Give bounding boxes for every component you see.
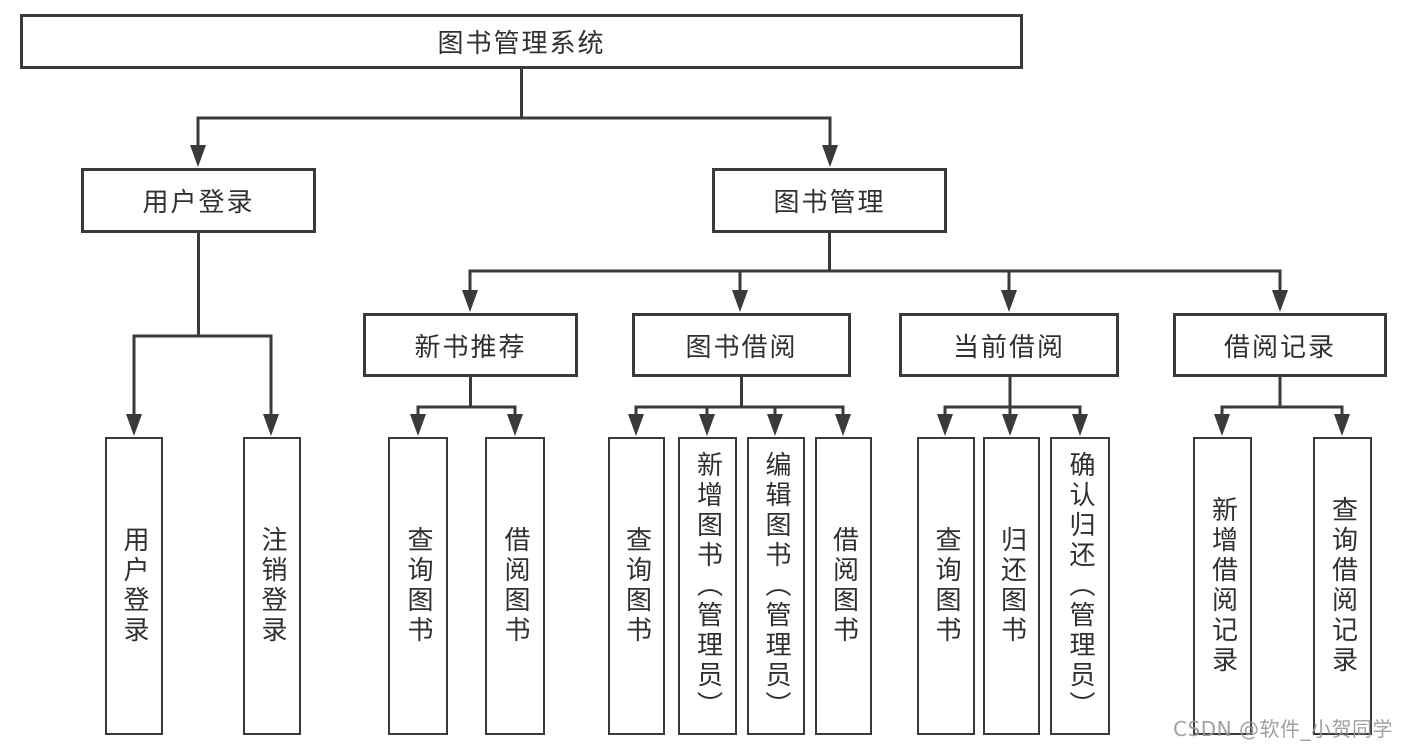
node-user-login-action: 用户登录 — [105, 437, 163, 735]
node-query-borrow-record: 查询借阅记录 — [1313, 437, 1372, 735]
node-query-books: 查询图书 — [917, 437, 975, 735]
node-label: 查询图书 — [931, 526, 961, 646]
node-label: 查询图书 — [403, 526, 433, 646]
node-borrow-books: 借阅图书 — [815, 437, 872, 735]
node-label: 借阅记录 — [1223, 332, 1336, 363]
node-label: 用户登录 — [142, 188, 255, 218]
node-label: 当前借阅 — [952, 332, 1065, 363]
node-current-borrowing: 当前借阅 — [899, 313, 1119, 377]
node-label: 新书推荐 — [414, 332, 527, 363]
node-label: 归还图书 — [996, 526, 1027, 646]
connector-book-borrowing-children — [628, 375, 851, 436]
node-confirm-return-admin: 确认归还（管理员） — [1050, 437, 1110, 735]
node-label: 用户登录 — [119, 526, 149, 646]
arrowhead — [190, 145, 838, 167]
node-user-login: 用户登录 — [81, 168, 316, 233]
node-label: 图书管理系统 — [437, 29, 606, 59]
arrowhead — [628, 414, 851, 436]
node-add-borrow-record: 新增借阅记录 — [1193, 437, 1252, 735]
arrowhead — [937, 414, 1088, 436]
arrowhead — [410, 414, 523, 436]
node-label: 注销登录 — [257, 526, 287, 646]
connector-new-book-recommendation-children — [410, 375, 523, 436]
node-edit-books-admin: 编辑图书（管理员） — [747, 437, 805, 735]
node-book-borrowing: 图书借阅 — [632, 313, 851, 377]
node-query-books: 查询图书 — [388, 437, 448, 735]
node-label: 查询借阅记录 — [1327, 496, 1358, 676]
node-label: 图书管理 — [773, 188, 886, 218]
node-return-books: 归还图书 — [983, 437, 1040, 735]
node-borrowing-records: 借阅记录 — [1173, 313, 1387, 377]
node-root: 图书管理系统 — [20, 14, 1023, 69]
node-new-book-recommendation: 新书推荐 — [363, 313, 578, 377]
node-label: 确认归还（管理员） — [1065, 451, 1095, 721]
arrowhead — [126, 414, 279, 436]
node-add-books-admin: 新增图书（管理员） — [678, 437, 737, 735]
connector-user-login-children — [126, 231, 279, 436]
node-label: 借阅图书 — [828, 526, 859, 646]
node-logout: 注销登录 — [243, 437, 301, 735]
arrowhead — [462, 290, 1288, 312]
watermark: CSDN @软件_小贺同学 — [1173, 717, 1393, 741]
node-book-management: 图书管理 — [712, 168, 947, 233]
node-label: 查询图书 — [621, 526, 652, 646]
node-label: 借阅图书 — [500, 526, 530, 646]
connector-book-management-children — [462, 231, 1288, 312]
node-label: 新增图书（管理员） — [692, 451, 723, 721]
connector-borrowing-records-children — [1214, 375, 1350, 436]
node-borrow-books: 借阅图书 — [485, 437, 545, 735]
connector-root-to-level2 — [190, 67, 838, 167]
node-label: 编辑图书（管理员） — [761, 451, 791, 721]
node-label: 图书借阅 — [685, 332, 798, 363]
connector-current-borrowing-children — [937, 375, 1088, 436]
node-query-books: 查询图书 — [608, 437, 665, 735]
node-label: 新增借阅记录 — [1207, 496, 1238, 676]
arrowhead — [1214, 414, 1350, 436]
